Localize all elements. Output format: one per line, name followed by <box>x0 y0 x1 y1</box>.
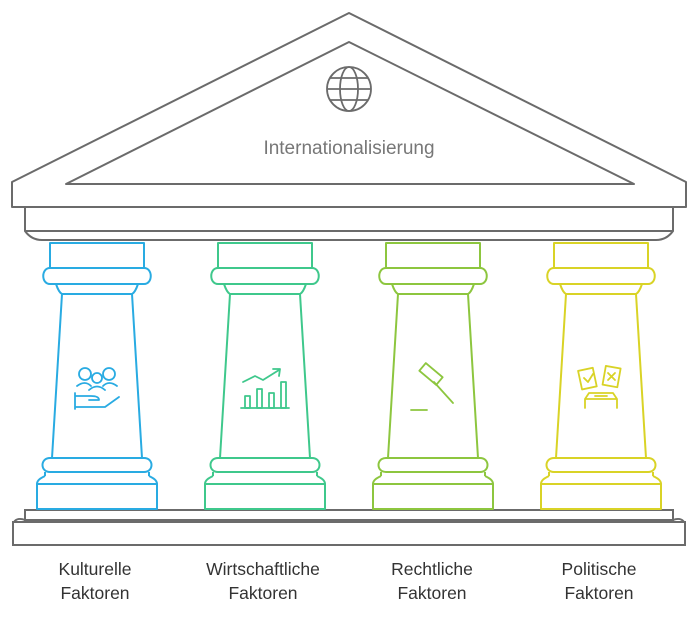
roof <box>11 12 687 241</box>
pillar-plinth <box>372 483 494 510</box>
pillar-plinth-curve <box>204 475 326 485</box>
base <box>12 509 686 546</box>
pillar-capital-cushion <box>210 267 320 285</box>
pillar-capital-neck <box>391 283 475 295</box>
base-top <box>24 509 674 521</box>
pillar-3 <box>372 242 494 510</box>
pillar-label-line1: Politische <box>561 559 637 579</box>
people-hand-icon <box>74 367 120 410</box>
pillar-base-torus <box>41 457 153 473</box>
pillar-shaft <box>219 293 311 459</box>
pillar-capital-top <box>49 242 145 269</box>
pillar-plinth-curve <box>372 475 494 485</box>
pillar-shaft <box>51 293 143 459</box>
pillar-base-torus <box>545 457 657 473</box>
entablature <box>24 206 674 232</box>
pillar-capital-cushion <box>378 267 488 285</box>
pillar-capital-top <box>217 242 313 269</box>
pillar-label-line1: Rechtliche <box>391 559 473 579</box>
pillar-4 <box>540 242 662 510</box>
pediment-title: Internationalisierung <box>263 138 435 159</box>
pillar-base-torus <box>209 457 321 473</box>
pillar-capital-cushion <box>42 267 152 285</box>
pillar-label-line2: Faktoren <box>60 583 130 603</box>
pillar-capital-top <box>385 242 481 269</box>
pillar-2 <box>204 242 326 510</box>
pillar-capital-neck <box>223 283 307 295</box>
pillar-base-neck <box>380 472 486 476</box>
pillar-1 <box>36 242 158 510</box>
base-slab <box>12 521 686 546</box>
pillar-label-line2: Faktoren <box>397 583 467 603</box>
pillar-shaft <box>387 293 479 459</box>
pillar-label-line1: Wirtschaftliche <box>206 559 320 579</box>
growth-chart-icon <box>240 368 290 409</box>
voting-ballot-icon <box>577 365 622 409</box>
pillar-label-politische: Politische Faktoren <box>519 557 679 605</box>
entablature-bottom <box>24 230 674 241</box>
pillar-base-torus <box>377 457 489 473</box>
pillars <box>36 242 662 510</box>
pillar-label-rechtliche: Rechtliche Faktoren <box>352 557 512 605</box>
pillar-label-line2: Faktoren <box>228 583 298 603</box>
pillar-plinth-curve <box>540 475 662 485</box>
pillar-label-line1: Kulturelle <box>58 559 132 579</box>
pillar-plinth-curve <box>36 475 158 485</box>
pillar-base-neck <box>212 472 318 476</box>
pillar-plinth <box>36 483 158 510</box>
roof-inner <box>65 41 635 185</box>
pillar-plinth <box>540 483 662 510</box>
pillar-label-kulturelle: Kulturelle Faktoren <box>15 557 175 605</box>
gavel-icon <box>410 362 454 411</box>
pillar-capital-top <box>553 242 649 269</box>
roof-outer <box>11 12 687 208</box>
pillar-label-line2: Faktoren <box>564 583 634 603</box>
pillar-capital-neck <box>559 283 643 295</box>
pillar-label-wirtschaftliche: Wirtschaftliche Faktoren <box>183 557 343 605</box>
pillar-capital-cushion <box>546 267 656 285</box>
globe-icon <box>326 66 372 112</box>
pillar-capital-neck <box>55 283 139 295</box>
pillar-shaft <box>555 293 647 459</box>
pillar-base-neck <box>44 472 150 476</box>
pillar-base-neck <box>548 472 654 476</box>
pillar-plinth <box>204 483 326 510</box>
